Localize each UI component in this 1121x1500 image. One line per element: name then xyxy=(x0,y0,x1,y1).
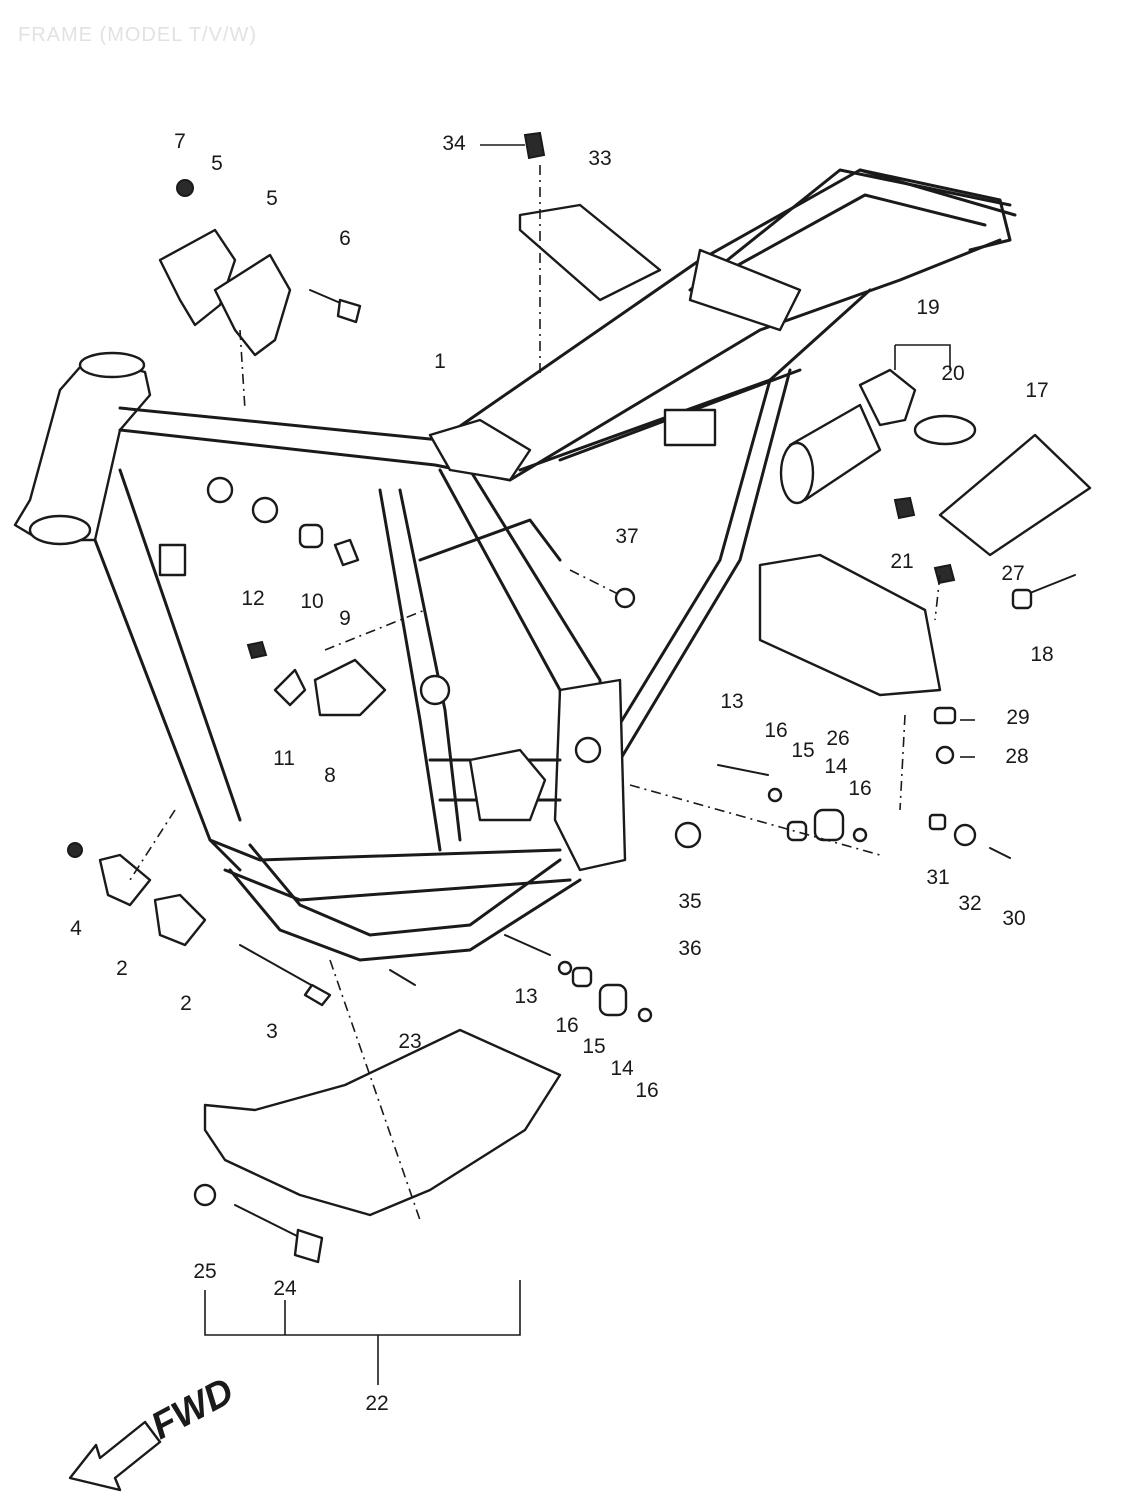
part-5-bracket-left xyxy=(158,228,237,327)
callout-c18: 18 xyxy=(1030,643,1053,666)
part-34-bolt xyxy=(523,131,546,160)
part-14-bushing-lower xyxy=(598,983,628,1017)
part-15-collar-upper xyxy=(786,820,808,842)
callout-c13b: 13 xyxy=(514,985,537,1008)
part-25-washer xyxy=(193,1183,217,1207)
part-21-bolt xyxy=(893,496,916,520)
part-16-washer-d xyxy=(637,1007,653,1023)
callout-c16d: 16 xyxy=(635,1079,658,1102)
part-4-nut xyxy=(67,842,83,858)
callout-c2a: 2 xyxy=(116,957,128,980)
callout-c1: 1 xyxy=(434,350,446,373)
part-10-spacer xyxy=(298,523,324,549)
callout-c4: 4 xyxy=(70,917,82,940)
callout-c31: 31 xyxy=(926,866,949,889)
part-23-screw xyxy=(389,969,416,986)
callout-c3: 3 xyxy=(266,1020,278,1043)
part-13-bolt-upper xyxy=(717,764,769,776)
part-37-plug xyxy=(614,587,636,609)
part-19-clamp xyxy=(858,368,917,427)
part-17-cover xyxy=(938,433,1092,557)
part-27-bolt xyxy=(933,563,956,585)
part-11-clip xyxy=(273,668,307,707)
callout-c29: 29 xyxy=(1006,706,1029,729)
part-18-pin xyxy=(1024,574,1076,596)
callout-c5a: 5 xyxy=(211,152,223,175)
callout-c23: 23 xyxy=(398,1030,421,1053)
part-20-band xyxy=(913,414,977,446)
callout-c15a: 15 xyxy=(791,739,814,762)
callout-c30: 30 xyxy=(1002,907,1025,930)
callout-c8: 8 xyxy=(324,764,336,787)
callout-c35: 35 xyxy=(678,890,701,913)
callout-c13a: 13 xyxy=(720,690,743,713)
part-7-nut xyxy=(176,179,194,197)
callout-c2b: 2 xyxy=(180,992,192,1015)
callout-c15b: 15 xyxy=(582,1035,605,1058)
callout-c5b: 5 xyxy=(266,187,278,210)
callout-c11: 11 xyxy=(273,747,295,770)
part-35-cap xyxy=(674,821,702,849)
callout-c32: 32 xyxy=(958,892,981,915)
callout-c37: 37 xyxy=(615,525,638,548)
part-31-collar xyxy=(928,813,947,831)
part-2-plate-right xyxy=(153,893,207,947)
callout-c24: 24 xyxy=(273,1277,297,1300)
part-5-bracket-right xyxy=(213,253,292,357)
fwd-label: FWD xyxy=(145,1370,241,1448)
page-title: FRAME (MODEL T/V/W) xyxy=(18,24,257,46)
callout-c36: 36 xyxy=(678,937,701,960)
callout-c28: 28 xyxy=(1005,745,1028,768)
part-16-washer-a xyxy=(767,787,783,803)
callout-c33: 33 xyxy=(588,147,611,170)
callout-c12: 12 xyxy=(241,587,264,610)
part-13-bolt-lower xyxy=(504,934,551,956)
callout-layer: 1223455678910111213131414151516161616171… xyxy=(70,130,1054,1415)
part-24-bolt xyxy=(234,1204,306,1241)
callout-c21: 21 xyxy=(890,550,913,573)
callout-c6: 6 xyxy=(339,227,351,250)
main-frame xyxy=(13,168,1017,962)
callout-c26: 26 xyxy=(826,727,849,750)
callout-c17: 17 xyxy=(1025,379,1048,402)
callout-c20: 20 xyxy=(941,362,964,385)
callout-c25: 25 xyxy=(193,1260,216,1283)
part-2-plate-left xyxy=(98,853,152,907)
forward-arrow-icon xyxy=(68,1420,162,1492)
part-16-washer-c xyxy=(557,960,573,976)
callout-c34: 34 xyxy=(442,132,466,155)
part-28-grommet xyxy=(935,745,955,765)
callout-c14b: 14 xyxy=(610,1057,634,1080)
part-32-bushing xyxy=(953,823,977,847)
part-12-screw xyxy=(246,640,268,660)
callout-c16a: 16 xyxy=(764,719,787,742)
callout-c16b: 16 xyxy=(848,777,871,800)
fwd-arrow: FWD xyxy=(68,1370,241,1492)
callout-c19: 19 xyxy=(916,296,939,319)
part-26-battery-box xyxy=(758,553,942,697)
part-33-plate xyxy=(518,203,662,302)
part-3-bolt xyxy=(239,944,321,991)
part-30-bolt xyxy=(989,847,1011,859)
callout-c22: 22 xyxy=(365,1392,388,1415)
part-22-skid-plate xyxy=(203,1028,562,1217)
part-8-bracket xyxy=(313,658,387,717)
part-9-bolt xyxy=(333,538,360,567)
callout-c9: 9 xyxy=(339,607,351,630)
callout-c10: 10 xyxy=(300,590,323,613)
callout-c16c: 16 xyxy=(555,1014,578,1037)
callout-c7: 7 xyxy=(174,130,186,153)
part-14-bushing-upper xyxy=(813,808,845,842)
callout-c27: 27 xyxy=(1001,562,1024,585)
callout-c14a: 14 xyxy=(824,755,848,778)
part-16-washer-b xyxy=(852,827,868,843)
part-15-collar-lower xyxy=(571,966,593,988)
part-29-grommet xyxy=(933,706,957,725)
